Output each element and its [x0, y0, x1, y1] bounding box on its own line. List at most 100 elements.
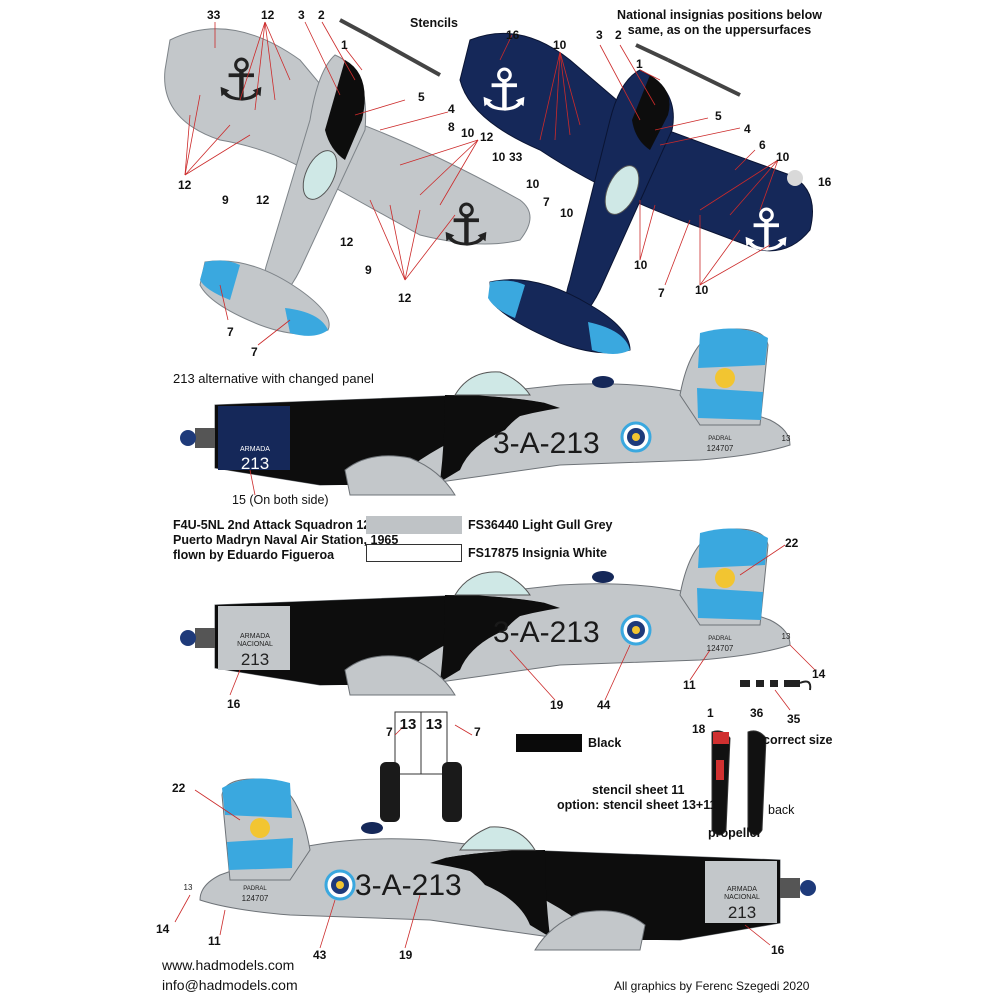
side3-tail-navy: PADRAL — [243, 886, 267, 892]
callout-9: 9 — [222, 193, 229, 207]
side3-nose-label2: NACIONAL — [724, 894, 760, 901]
callout-5b: 5 — [715, 109, 722, 123]
stencil-option-note: option: stencil sheet 13+11 — [557, 798, 717, 812]
callout-7f: 7 — [474, 725, 481, 739]
callout-12f: 12 — [398, 291, 412, 305]
callout-11b: 11 — [208, 934, 221, 948]
national-insignias-header: National insignias positions below same,… — [617, 8, 822, 37]
callout-8: 8 — [448, 120, 455, 134]
callout-4b: 4 — [744, 122, 751, 136]
side-view-3-aircraft — [199, 778, 816, 951]
footer-email[interactable]: info@hadmodels.com — [162, 977, 298, 993]
side-callout-lines — [174, 469, 816, 949]
footer-credit: All graphics by Ferenc Szegedi 2020 — [614, 979, 810, 993]
callout-16d: 16 — [771, 943, 785, 957]
callout-10c: 10 — [553, 38, 567, 52]
callout-7d: 7 — [658, 286, 665, 300]
callout-10b: 10 — [492, 150, 506, 164]
side2-nose-label2: NACIONAL — [237, 641, 273, 648]
callout-19: 19 — [550, 698, 564, 712]
callout-7: 7 — [227, 325, 234, 339]
callout-10f: 10 — [560, 206, 574, 220]
side2-tail-navy: PADRAL — [708, 636, 732, 642]
side3-code: 3-A-213 — [355, 869, 462, 902]
side2-tail-serial: 124707 — [706, 644, 734, 653]
svg-text:⚓: ⚓ — [740, 196, 792, 264]
footer-web[interactable]: www.hadmodels.com — [162, 957, 295, 973]
callout-7c: 7 — [543, 195, 550, 209]
side2-nose-label: ARMADA — [240, 633, 270, 640]
callout-9b: 9 — [365, 263, 372, 277]
callout-12: 12 — [261, 8, 275, 22]
landing-gear-detail — [380, 711, 462, 822]
callout-35: 35 — [787, 712, 801, 726]
side1-nose-number: 213 — [240, 454, 270, 473]
callout-12e: 12 — [340, 235, 354, 249]
propeller-blades — [711, 730, 767, 836]
callout-12d: 12 — [256, 193, 270, 207]
propeller-label: propeller — [708, 826, 762, 840]
callout-16c: 16 — [227, 697, 241, 711]
top-callout-lines — [184, 21, 779, 346]
callout-22b: 22 — [172, 781, 186, 795]
callout-16: 16 — [506, 28, 520, 42]
callout-19b: 19 — [399, 948, 413, 962]
callout-22: 22 — [785, 536, 799, 550]
side3-nose-number: 213 — [727, 903, 757, 922]
callout-44: 44 — [597, 698, 611, 712]
correct-size-label: correct size — [763, 733, 833, 747]
side1-tail-navy: PADRAL — [708, 436, 732, 442]
callout-33: 33 — [207, 8, 221, 22]
bottom-view-navy-aircraft: ⚓ ⚓ — [459, 32, 813, 354]
callout-36: 36 — [750, 706, 764, 720]
side2-nose-number: 213 — [240, 650, 270, 669]
callout-1: 1 — [341, 38, 348, 52]
callout-14: 14 — [812, 667, 826, 681]
callout-14b: 14 — [156, 922, 170, 936]
tail-hook — [740, 680, 812, 691]
callout-18: 18 — [692, 722, 706, 736]
side1-tail-serial: 124707 — [706, 444, 734, 453]
svg-text:⚓: ⚓ — [215, 46, 267, 114]
callout-7e: 7 — [386, 725, 393, 739]
stencil-sheet-note: stencil sheet 11 — [592, 783, 685, 797]
callout-10: 10 — [461, 126, 475, 140]
both-side-note: 15 (On both side) — [232, 493, 329, 507]
black-label: Black — [588, 736, 622, 750]
gear-right-number: 13 — [425, 716, 443, 733]
callout-11: 11 — [683, 678, 696, 692]
info-line1: F4U-5NL 2nd Attack Squadron 124707 — [173, 518, 399, 532]
side3-tail-serial: 124707 — [241, 894, 269, 903]
side1-code: 3-A-213 — [493, 427, 600, 460]
callout-10h: 10 — [695, 283, 709, 297]
callout-16b: 16 — [818, 175, 832, 189]
side2-rudder-number: 13 — [781, 632, 791, 641]
insignia-white-label: FS17875 Insignia White — [468, 546, 607, 560]
svg-text:⚓: ⚓ — [440, 191, 492, 259]
callout-33b: 33 — [509, 150, 523, 164]
callout-1c: 1 — [707, 706, 714, 720]
callout-12c: 12 — [178, 178, 192, 192]
callout-10e: 10 — [526, 177, 540, 191]
light-gull-grey-swatch — [366, 516, 462, 534]
callout-1b: 1 — [636, 57, 643, 71]
side1-rudder-number: 13 — [781, 434, 791, 443]
callout-43: 43 — [313, 948, 327, 962]
callout-12b: 12 — [480, 130, 494, 144]
callout-3b: 3 — [596, 28, 603, 42]
back-label: back — [768, 803, 795, 817]
stencils-header: Stencils — [410, 16, 458, 30]
callout-4: 4 — [448, 102, 455, 116]
info-line3: flown by Eduardo Figueroa — [173, 548, 335, 562]
side-view-1-aircraft — [180, 328, 791, 496]
callout-2: 2 — [318, 8, 325, 22]
callout-5: 5 — [418, 90, 425, 104]
insignia-white-swatch — [366, 544, 462, 562]
callout-10g: 10 — [634, 258, 648, 272]
callout-3: 3 — [298, 8, 305, 22]
info-line2: Puerto Madryn Naval Air Station, 1965 — [173, 533, 399, 547]
black-swatch — [516, 734, 582, 752]
side1-nose-label: ARMADA — [240, 446, 270, 453]
callout-2b: 2 — [615, 28, 622, 42]
